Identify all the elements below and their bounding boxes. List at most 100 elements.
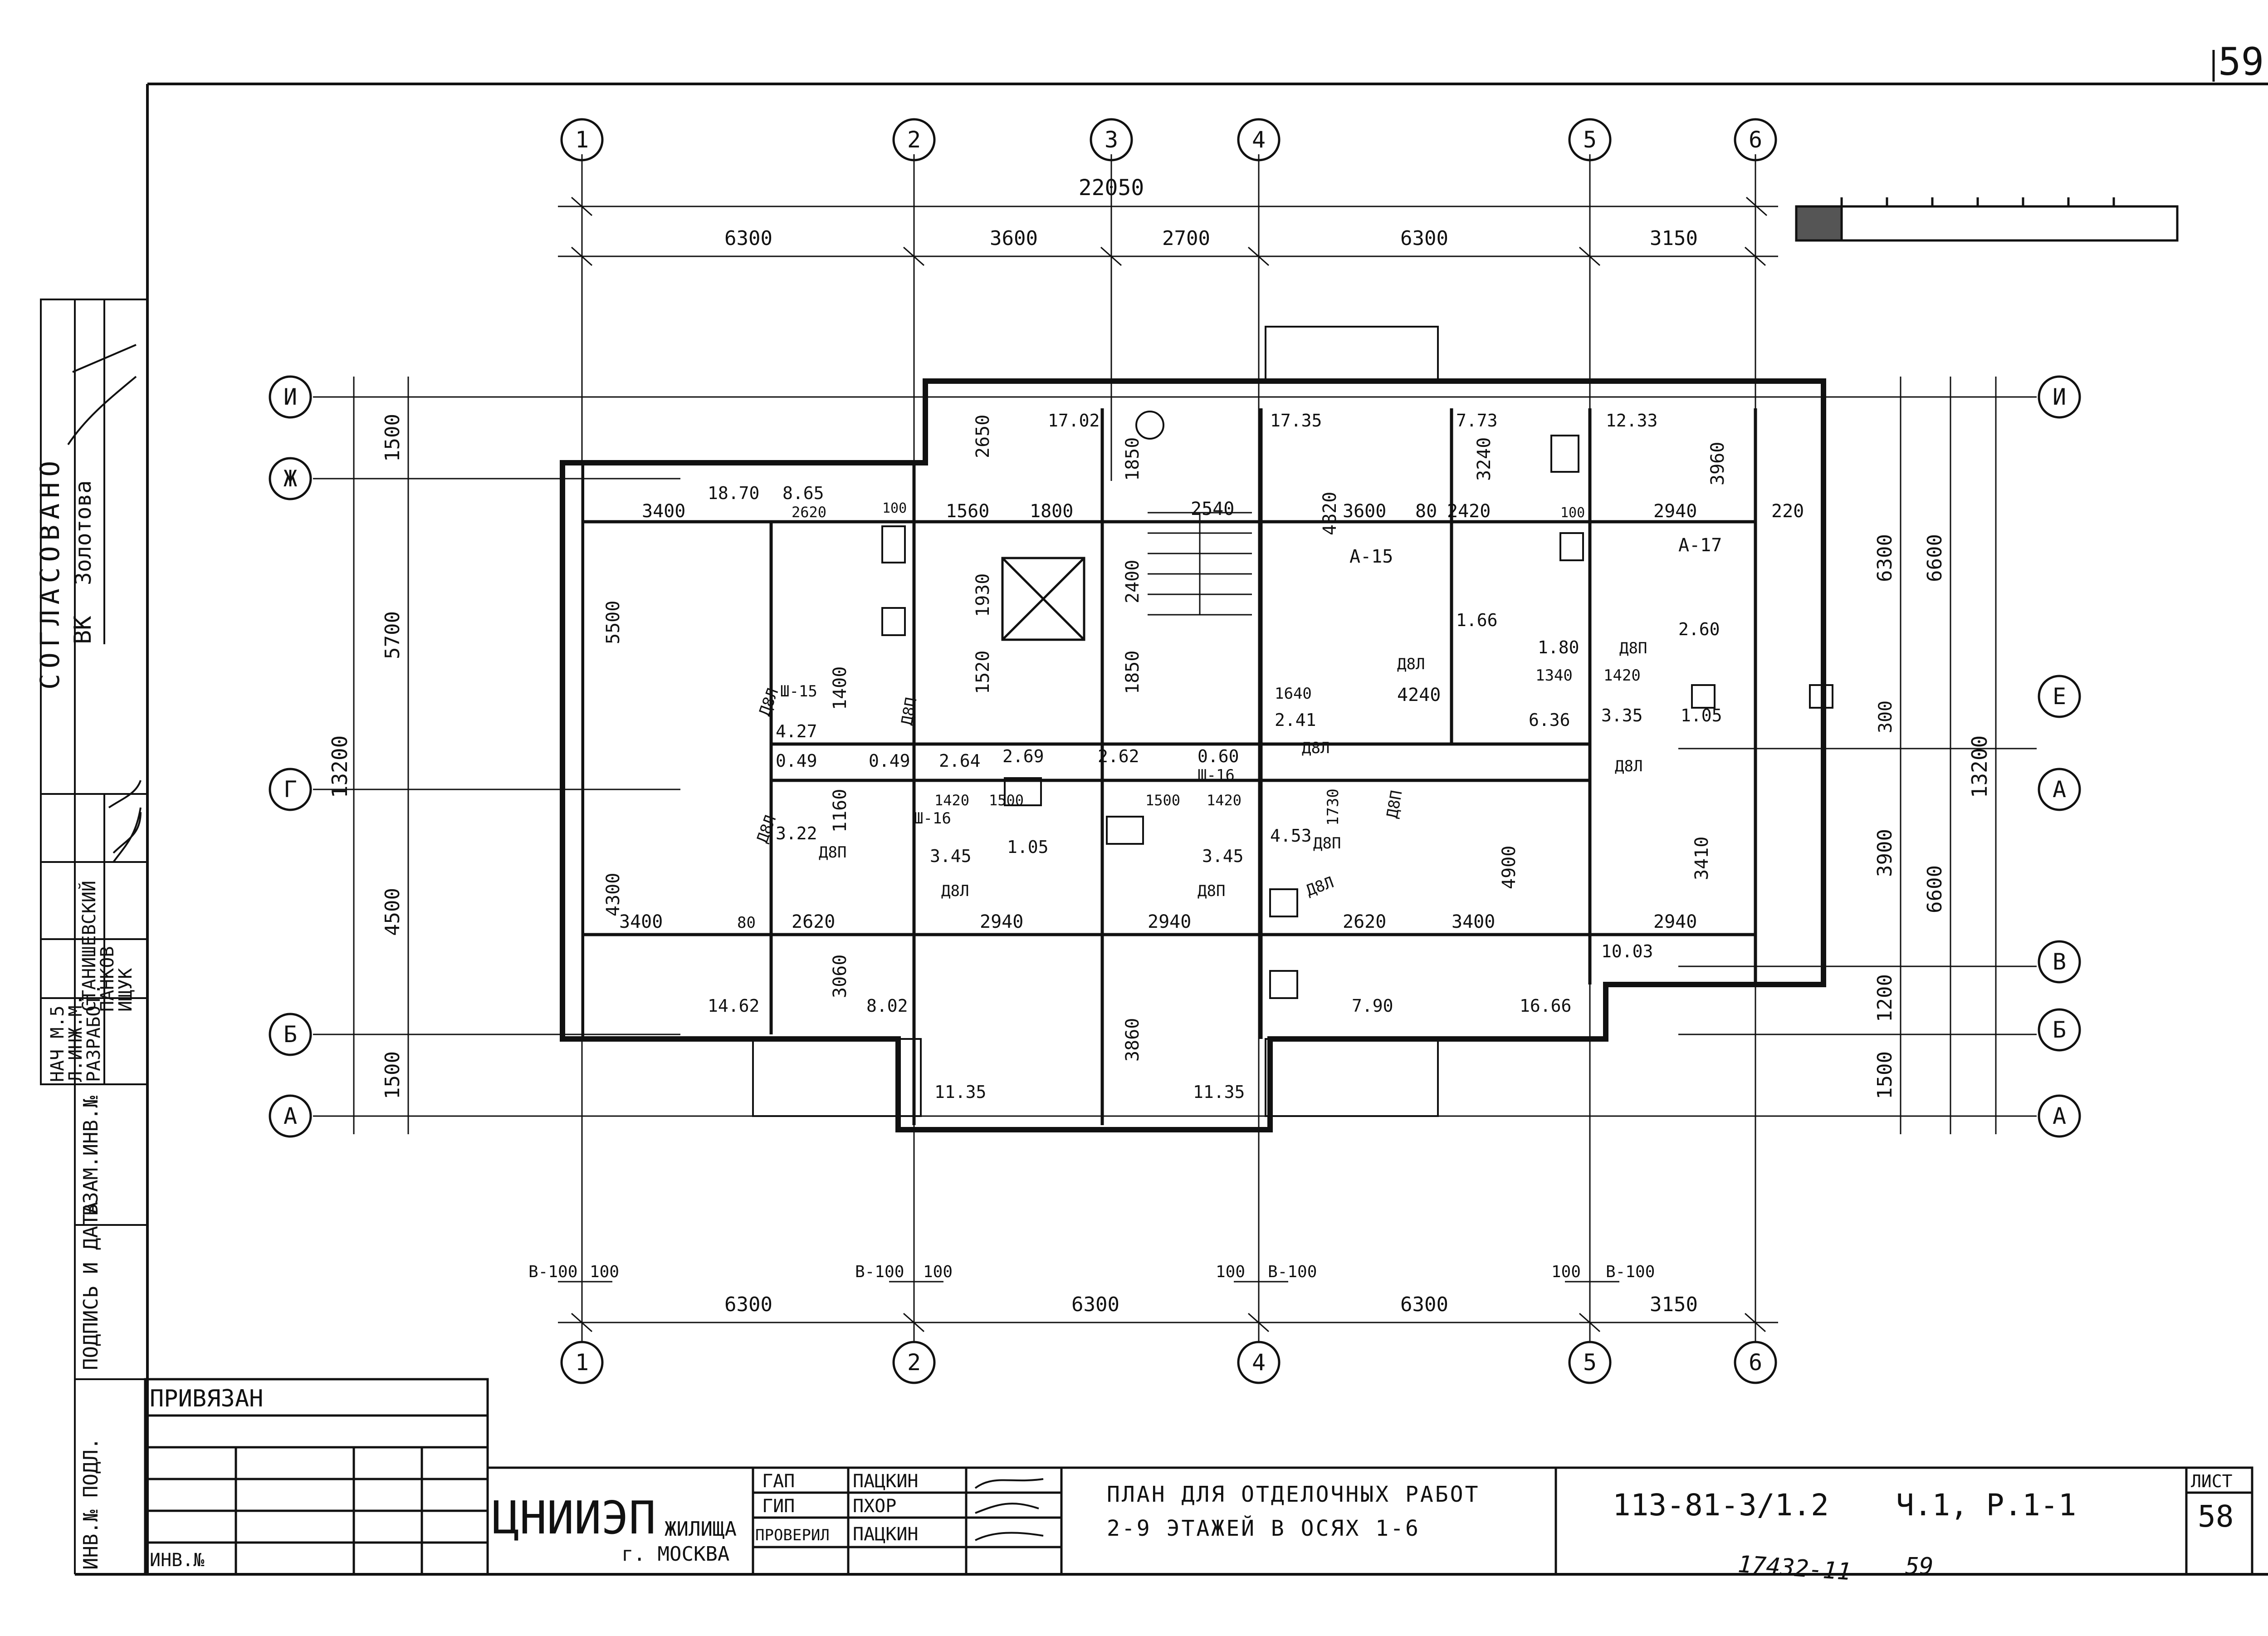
room-areas: 18.70 8.65 17.02 17.35 7.73 12.33 4.27 0… [708, 411, 1722, 1102]
axis-row-label: И [284, 384, 297, 410]
dim-left-seg: 4500 [381, 888, 404, 936]
interior-dim: 1800 [1030, 501, 1073, 522]
interior-dim: 3600 [1343, 501, 1386, 522]
door-mark: Д8П [898, 696, 920, 726]
dim-bottom-seg: 6300 [1071, 1293, 1119, 1316]
room-area: 0.60 [1198, 746, 1239, 766]
signature-name: СТАНИШЕВСКИЙ [78, 881, 100, 1012]
axis-row-label-right: В [2053, 949, 2066, 975]
interior-dim: 1340 [1535, 666, 1573, 685]
interior-dim: 1400 [830, 666, 850, 710]
room-area: 18.70 [708, 483, 759, 503]
door-mark: Д8Л [756, 686, 782, 718]
room-area: 2.62 [1098, 746, 1139, 766]
interior-dim: 1420 [1207, 792, 1242, 809]
floor-plan: 22050 6300 3600 2700 6300 3150 1 2 3 4 5… [269, 118, 2179, 1384]
dim-right-outer: 6600 [1923, 865, 1946, 913]
signature-role: НАЧ М.5 [47, 1005, 68, 1082]
signatures-block: НАЧ М.5 СТАНИШЕВСКИЙ Л.ИНЖ.М. ПАНКОВ РАЗ… [47, 780, 142, 1082]
doc-code: 113-81-3/1.2 [1613, 1488, 1829, 1523]
room-area: 2.60 [1678, 619, 1720, 639]
role-signatures [974, 1478, 1044, 1541]
axis-label-bottom-5: 5 [1583, 1349, 1597, 1376]
approval-vk-name: Золотова [71, 480, 96, 585]
approval-vk-label: ВК [69, 616, 97, 644]
axis-gridlines [313, 154, 2037, 1343]
axis-label-bottom-1: 1 [575, 1349, 589, 1376]
axis-row-label-right: А [2053, 776, 2066, 803]
room-area: 1.05 [1681, 705, 1722, 725]
door-mark: Д8Л [1397, 655, 1425, 673]
interior-dim: 3240 [1474, 437, 1495, 481]
door-mark: Д8П [819, 843, 846, 862]
dim-bottom-seg: 6300 [724, 1293, 772, 1316]
dim-bottom-seg: 6300 [1400, 1293, 1448, 1316]
attached-inv-label: ИНВ.№ [150, 1550, 204, 1571]
door-mark: А-15 [1349, 546, 1393, 567]
axis-row-label-right: А [2053, 1103, 2066, 1129]
interior-dim: 2620 [1343, 911, 1386, 932]
axis-row-label-right: Е [2053, 683, 2066, 710]
interior-dim: 3400 [619, 911, 663, 932]
interior-dim: 1420 [1603, 666, 1641, 685]
dim-right-inner: 1500 [1873, 1051, 1897, 1099]
room-area: 12.33 [1606, 411, 1657, 431]
room-area: 3.45 [930, 846, 972, 866]
stair-flight [1148, 512, 1252, 616]
door-marks: Д8Л Д8П Д8Л Д8П Д8Л Д8П Д8Л Д8П Д8Л Д8П … [753, 535, 1722, 900]
room-area: 6.36 [1529, 710, 1570, 730]
axis-label-6: 6 [1749, 127, 1762, 153]
key-plan [1795, 197, 2179, 242]
room-area: 7.73 [1456, 411, 1498, 431]
interior-dim: 1500 [1145, 792, 1180, 809]
axis-label-2: 2 [907, 127, 921, 153]
room-area: 10.03 [1601, 941, 1653, 961]
room-area: 3.45 [1202, 846, 1244, 866]
drawing-frame [75, 83, 2268, 1576]
interior-dim: 3400 [642, 501, 685, 522]
role-label: ПРОВЕРИЛ [755, 1526, 830, 1544]
side-label-sign-date: ПОДПИСЬ И ДАТА [79, 1202, 103, 1370]
interior-dim: 4300 [603, 873, 624, 916]
room-area: 3.35 [1601, 705, 1643, 725]
interior-dim: 5500 [603, 601, 624, 644]
interior-dim: 220 [1771, 501, 1804, 522]
room-area: 1.66 [1456, 610, 1498, 630]
dim-top-seg: 3600 [990, 227, 1038, 250]
dim-right-total: 13200 [1967, 735, 1992, 798]
interior-dim: 80 [737, 914, 756, 932]
axis-bubbles-left [269, 375, 312, 1138]
inventory-stamp: 17432-11 [1737, 1551, 1852, 1586]
signature-role: Л.ИНЖ.М. [65, 994, 86, 1082]
fixtures [881, 411, 1833, 999]
room-area: 14.62 [708, 996, 759, 1016]
room-area: 2.41 [1275, 710, 1316, 730]
attached-title: ПРИВЯЗАН [150, 1385, 263, 1412]
dim-bottom-offset: В-100 [1606, 1263, 1655, 1281]
right-dimension-lines [1900, 377, 1997, 1134]
interior-walls [583, 408, 1757, 1125]
door-mark: Д8Л [941, 882, 969, 900]
role-label: ГИП [762, 1496, 795, 1517]
interior-dim: 2940 [1148, 911, 1191, 932]
interior-dim: 100 [882, 500, 907, 516]
room-area: 16.66 [1520, 996, 1571, 1016]
door-mark: Ш-16 [914, 809, 951, 828]
axis-label-5: 5 [1583, 127, 1597, 153]
door-mark: Д8П [1198, 882, 1225, 900]
role-label: ГАП [762, 1471, 795, 1492]
axis-row-label-right: И [2053, 384, 2066, 410]
room-area: 1.80 [1538, 637, 1579, 657]
dim-right-inner: 300 [1875, 700, 1896, 733]
axis-bubbles-right [2038, 375, 2081, 1138]
dim-left-seg: 1500 [381, 1051, 404, 1099]
door-mark: Ш-15 [780, 682, 817, 700]
interior-dim: 4900 [1499, 846, 1520, 889]
interior-dim: 2620 [792, 504, 826, 521]
interior-dim: 1850 [1122, 651, 1143, 694]
sheet-label: ЛИСТ [2191, 1471, 2233, 1491]
dim-left-seg: 1500 [381, 414, 404, 462]
door-mark: Ш-16 [1198, 766, 1235, 784]
room-area: 8.65 [782, 483, 824, 503]
